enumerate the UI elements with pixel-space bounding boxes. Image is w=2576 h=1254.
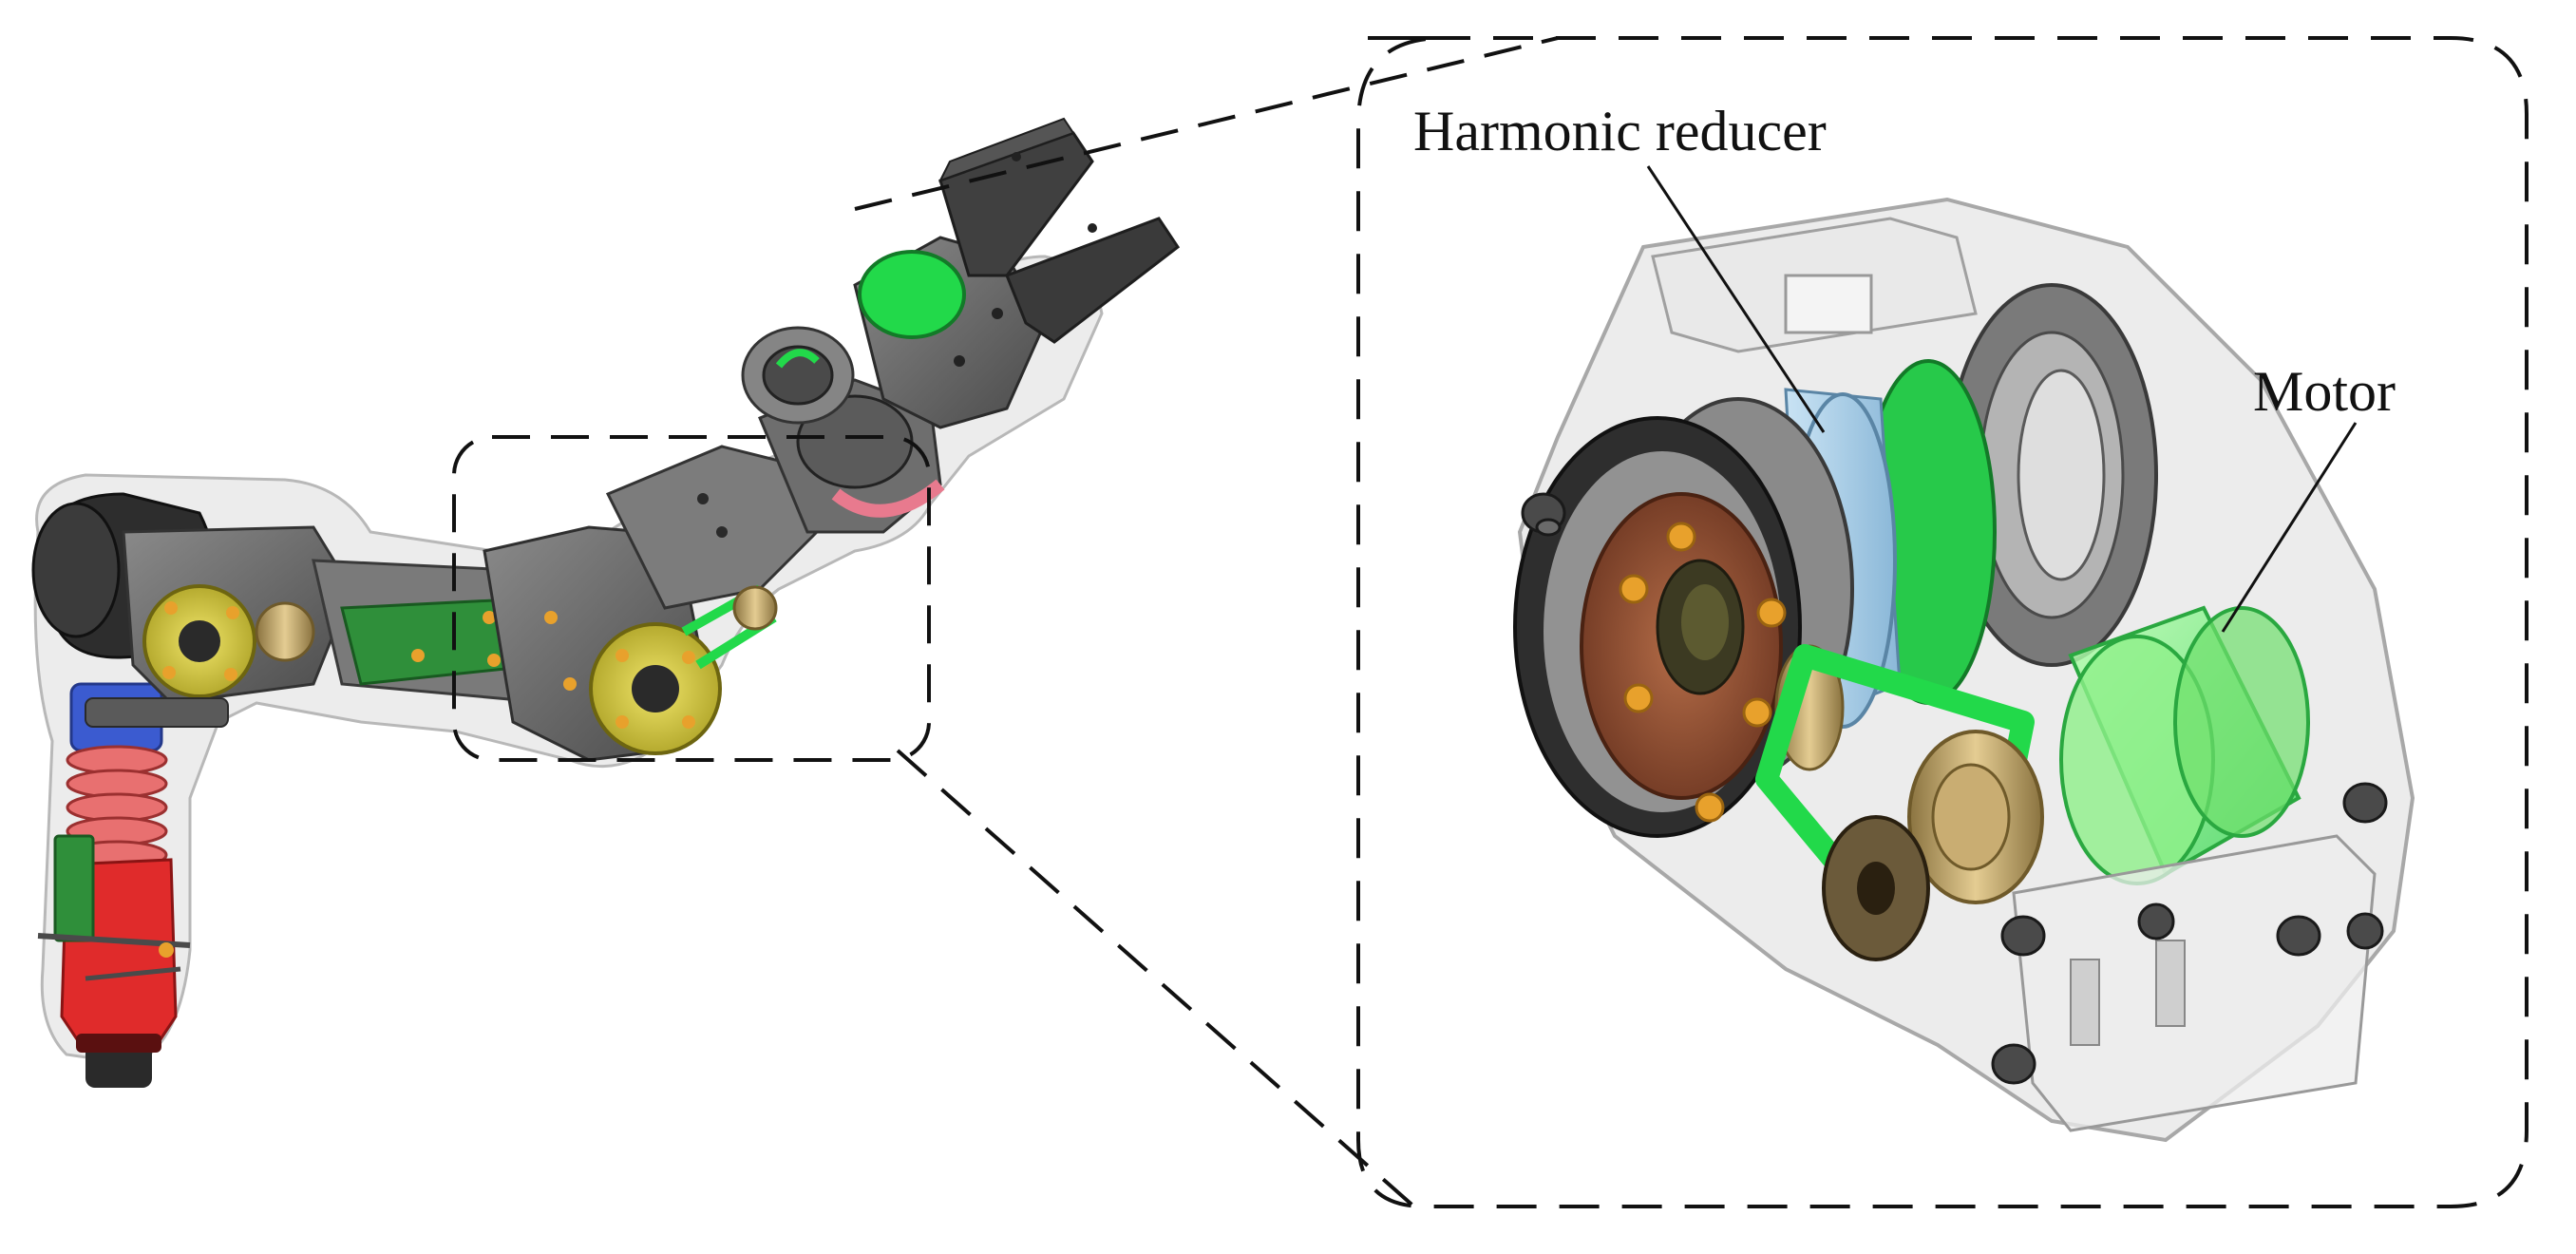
joint-detail (1513, 197, 2415, 1143)
harmonic-reducer-label: Harmonic reducer (1413, 100, 1827, 162)
wrist-green-disc (858, 250, 966, 339)
motor-leader (2221, 422, 2358, 633)
rear-bearing-ring (1945, 283, 2158, 667)
bottom-bracket (2012, 834, 2377, 1132)
top-bracket (1651, 217, 1978, 353)
elbow-highlight-box (452, 435, 931, 762)
motor (2059, 605, 2310, 885)
zoom-line-top (854, 36, 1559, 211)
wrist-gripper (853, 117, 1181, 429)
detail-inset-frame (1356, 36, 2529, 1208)
forearm-link (741, 326, 945, 534)
robot-arm (31, 117, 1181, 1088)
output-flange (1580, 492, 1787, 823)
zoom-line-bottom (896, 749, 1427, 1218)
motor-pulley (1907, 730, 2044, 904)
shoulder-joint (31, 492, 353, 728)
idler-pulley (1822, 815, 1930, 961)
gripper-finger-lower (1005, 217, 1181, 344)
motor-label: Motor (2253, 360, 2396, 423)
harmonic-reducer-leader (1646, 165, 1826, 433)
housing-screws (1521, 492, 2388, 1085)
elbow-joint (483, 445, 819, 762)
base-column (37, 682, 191, 1088)
